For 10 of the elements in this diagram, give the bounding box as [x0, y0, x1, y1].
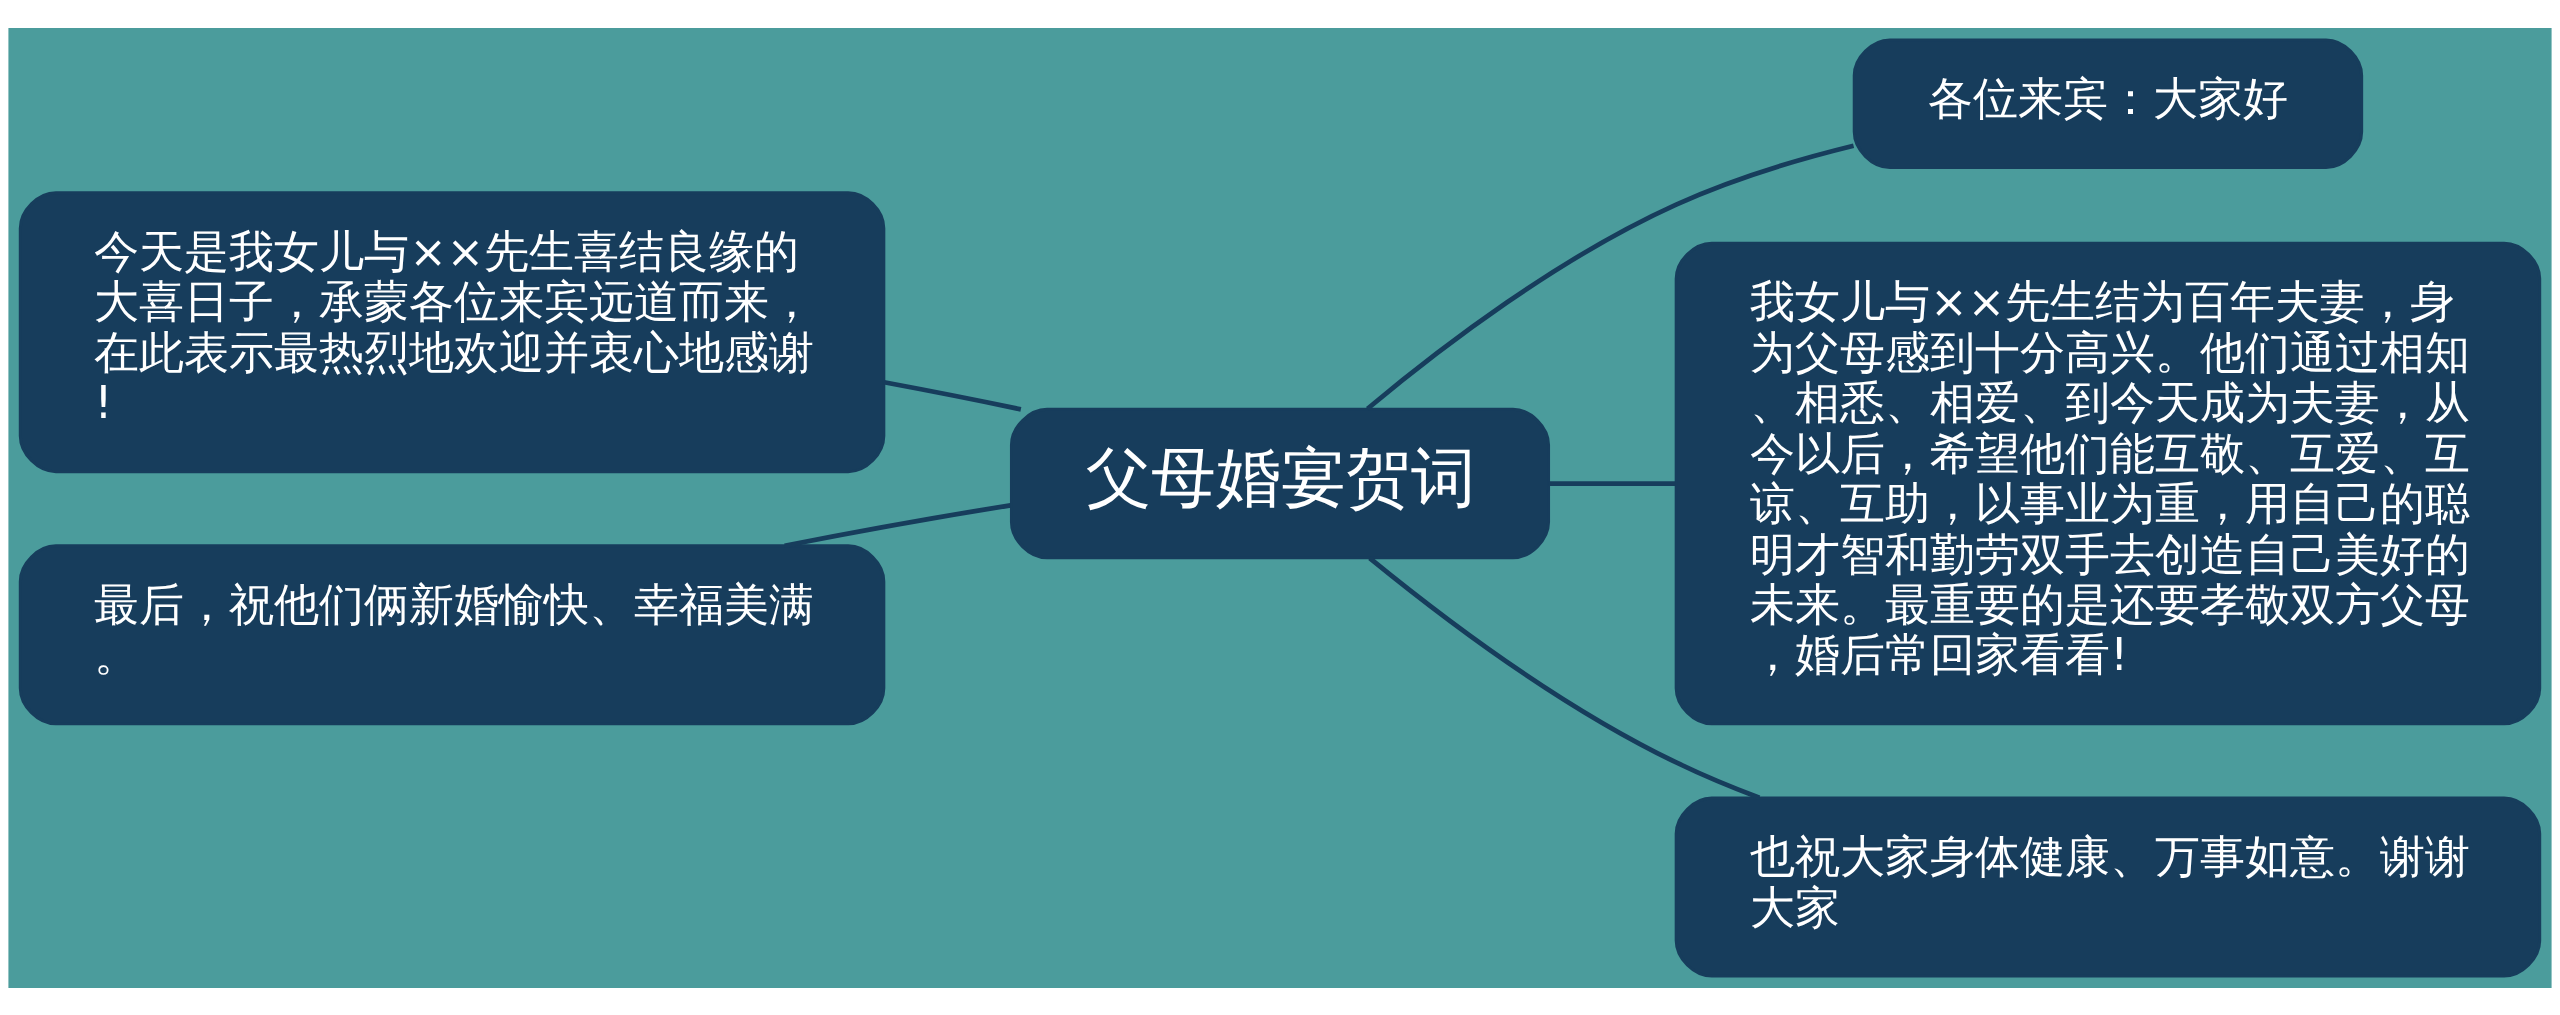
node-box: 我女儿与××先生结为百年夫妻，身为父母感到十分高兴。他们通过相知、相悉、相爱、到今天成为夫妻，从今以后，希望他们能互敬、互爱、互谅、互助，以事业为重，用自己的聪明才智和勤劳双手去创造自己美好的未来。最重要的是还要孝敬双方父母，婚后常回家看看!	[1674, 241, 2542, 725]
connector	[1548, 480, 1676, 486]
node-box: 父母婚宴贺词	[1009, 407, 1551, 559]
connector	[1366, 142, 1855, 411]
node-box: 各位来宾：大家好	[1852, 37, 2364, 169]
node-box: 今天是我女儿与××先生喜结良缘的大喜日子，承蒙各位来宾远道而来，在此表示最热烈地欢迎并衷心地感谢!	[18, 190, 886, 473]
node-box: 也祝大家身体健康、万事如意。谢谢大家	[1674, 796, 2542, 978]
connector	[883, 379, 1022, 412]
node-box: 最后，祝他们俩新婚愉快、幸福美满。	[18, 543, 886, 725]
connector	[784, 502, 1011, 548]
